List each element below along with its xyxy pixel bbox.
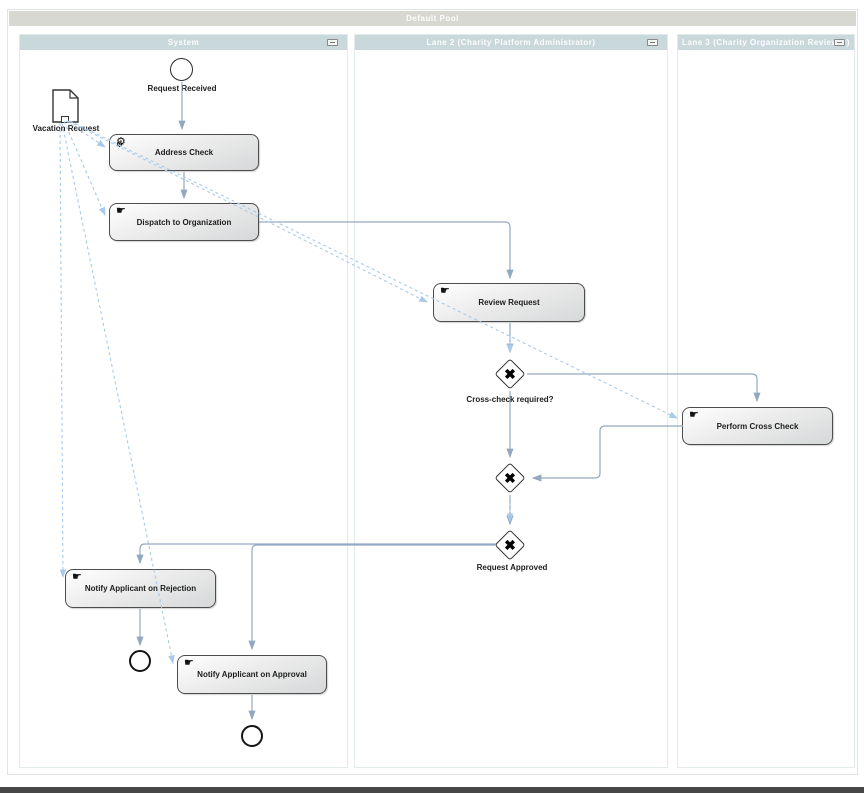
document-icon [52,89,79,123]
pool-title: Default Pool [9,11,856,26]
manual-task-icon: ☛ [72,571,82,583]
data-object-handle[interactable] [61,116,69,123]
minimize-lane-icon[interactable] [647,39,658,46]
task-label: Notify Applicant on Rejection [84,584,197,593]
gateway-cross-check-required[interactable]: ✖ [493,357,526,390]
end-event-approval[interactable] [241,725,263,747]
minimize-lane-icon[interactable] [327,39,338,46]
manual-task-icon: ☛ [440,285,450,297]
task-label: Perform Cross Check [716,421,799,431]
manual-task-icon: ☛ [116,205,126,217]
exclusive-gateway-x-icon: ✖ [504,469,516,486]
task-label: Review Request [478,298,540,307]
manual-task-icon: ☛ [689,409,699,421]
lane-system-header: System [20,35,347,50]
lane-3-header: Lane 3 (Charity Organization Reviewer) [678,35,854,50]
task-perform-cross-check[interactable]: ☛ Perform Cross Check [682,407,833,445]
start-event-request-received[interactable] [170,58,193,81]
exclusive-gateway-x-icon: ✖ [504,536,516,553]
lane-3-reviewer: Lane 3 (Charity Organization Reviewer) [677,34,855,768]
end-event-rejection[interactable] [129,650,151,672]
task-notify-applicant-on-rejection[interactable]: ☛ Notify Applicant on Rejection [65,569,216,608]
service-task-icon: ⚙ [116,136,126,148]
lane-3-label: Lane 3 (Charity Organization Reviewer) [682,38,850,47]
task-label: Notify Applicant on Approval [197,670,307,679]
gateway-label: Request Approved [476,563,548,572]
lane-system-label: System [167,38,200,47]
data-object-label: Vacation Request [32,124,100,133]
start-event-label: Request Received [147,84,217,93]
gateway-merge[interactable]: ✖ [493,461,526,494]
task-dispatch-to-organization[interactable]: ☛ Dispatch to Organization [109,203,259,241]
task-label: Address Check [154,148,214,157]
task-label: Dispatch to Organization [136,217,232,227]
gateway-label: Cross-check required? [466,395,554,404]
gateway-request-approved[interactable]: ✖ [493,528,526,561]
task-review-request[interactable]: ☛ Review Request [433,283,585,322]
manual-task-icon: ☛ [184,657,194,669]
exclusive-gateway-x-icon: ✖ [504,365,516,382]
lane-2-header: Lane 2 (Charity Platform Administrator) [355,35,667,50]
lane-2-label: Lane 2 (Charity Platform Administrator) [426,38,596,47]
minimize-lane-icon[interactable] [834,39,845,46]
data-object-vacation-request[interactable] [52,89,79,129]
window-bottom-edge [0,787,864,793]
task-notify-applicant-on-approval[interactable]: ☛ Notify Applicant on Approval [177,655,327,694]
task-address-check[interactable]: ⚙ ⚙ Address Check [109,134,259,171]
